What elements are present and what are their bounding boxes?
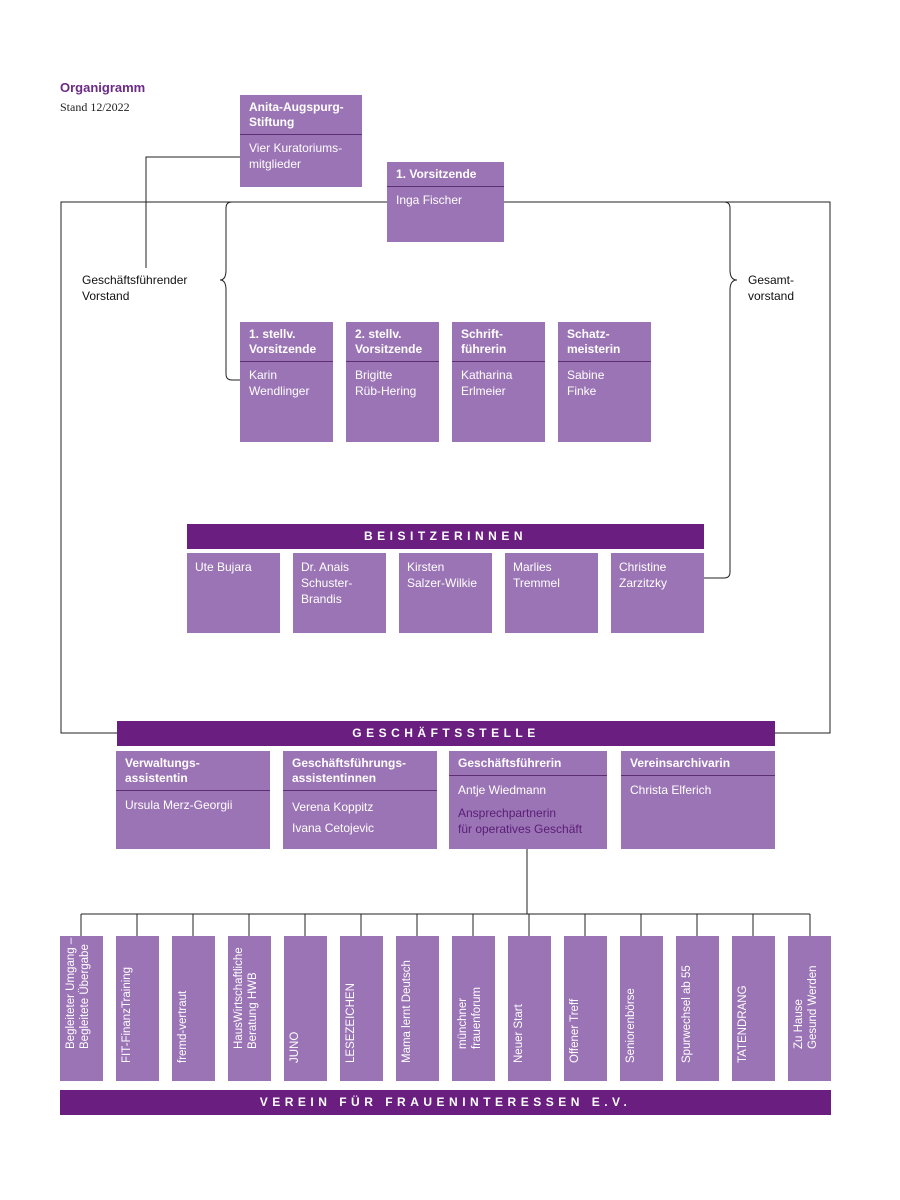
vorstand-role: Schrift- führerin: [452, 322, 545, 362]
geschaeftsstelle-header: GESCHÄFTSSTELLE: [117, 721, 775, 746]
projekt-label: Neuer Start: [513, 1004, 525, 1063]
projekt-box: LESEZEICHEN: [340, 936, 383, 1081]
projekt-label: LESEZEICHEN: [345, 983, 357, 1063]
geschaeftsstelle-role: Vereinsarchivarin: [621, 751, 775, 776]
beisitzerin-cell: Ute Bujara: [187, 553, 280, 633]
geschaeftsstelle-name: Christa Elferich: [630, 783, 712, 797]
vorstand-name: Karin Wendlinger: [249, 368, 310, 398]
projekt-box: Zu Hause Gesund Werden: [788, 936, 831, 1081]
vorstand-box: 2. stellv. Vorsitzende Brigitte Rüb-Heri…: [346, 322, 439, 442]
geschaeftsstelle-box: Geschäftsführerin Antje Wiedmann Ansprec…: [449, 751, 607, 849]
projekt-box: HausWirtschaftliche Beratung HWB: [228, 936, 271, 1081]
geschaeftsstelle-name: Ursula Merz-Georgii: [125, 798, 233, 812]
projekt-box: münchner frauenforum: [452, 936, 495, 1081]
geschaeftsstelle-box: Vereinsarchivarin Christa Elferich: [621, 751, 775, 849]
geschaeftsstelle-box: Geschäftsführungs- assistentinnen Verena…: [283, 751, 437, 849]
projekt-box: Neuer Start: [508, 936, 551, 1081]
projekt-box: TATENDRANG: [732, 936, 775, 1081]
vorstand-box: 1. stellv. Vorsitzende Karin Wendlinger: [240, 322, 333, 442]
projekt-label: Mama lernt Deutsch: [401, 960, 413, 1063]
projekt-label: FIT-FinanzTraining: [121, 966, 133, 1063]
geschaeftsfuehrerin-note: Ansprechpartnerin für operatives Geschäf…: [458, 806, 583, 836]
beisitzerin-cell: Marlies Tremmel: [505, 553, 598, 633]
vorstand-name: Katharina Erlmeier: [461, 368, 513, 398]
page-subtitle: Stand 12/2022: [60, 100, 130, 114]
vorstand-name: Sabine Finke: [567, 368, 605, 398]
projekt-box: Offener Treff: [564, 936, 607, 1081]
vorstand-name: Brigitte Rüb-Hering: [355, 368, 417, 398]
geschaeftsstelle-role: Verwaltungs- assistentin: [116, 751, 270, 791]
label-gesamtvorstand: Gesamt- vorstand: [748, 273, 795, 303]
vorsitzende-name: Inga Fischer: [396, 193, 463, 207]
projekt-label: münchner frauenforum: [457, 986, 483, 1049]
vorstand-box: Schatz- meisterin Sabine Finke: [558, 322, 651, 442]
page-title: Organigramm: [60, 80, 146, 95]
beisitzerinnen-header: BEISITZERINNEN: [187, 524, 704, 549]
projekt-box: fremd-vertraut: [172, 936, 215, 1081]
vorstand-box: Schrift- führerin Katharina Erlmeier: [452, 322, 545, 442]
label-geschaeftsfuehrender-vorstand: Geschäftsführender Vorstand: [82, 273, 188, 303]
stiftung-box: Anita-Augspurg- Stiftung Vier Kuratorium…: [240, 95, 362, 187]
geschaeftsstelle-name: Antje Wiedmann: [458, 783, 547, 797]
vorstand-role: 1. stellv. Vorsitzende: [240, 322, 333, 362]
geschaeftsstelle-box: Verwaltungs- assistentin Ursula Merz-Geo…: [116, 751, 270, 849]
projekt-label: JUNO: [289, 1031, 301, 1063]
projekt-label: Spurwechsel ab 55: [681, 965, 693, 1063]
vorstand-role: 2. stellv. Vorsitzende: [346, 322, 439, 362]
projekt-label: Zu Hause Gesund Werden: [793, 965, 819, 1049]
projekt-box: Spurwechsel ab 55: [676, 936, 719, 1081]
beisitzerin-cell: Christine Zarzitzky: [611, 553, 704, 633]
projekt-label: Seniorenbörse: [625, 988, 637, 1063]
projekt-label: HausWirtschaftliche Beratung HWB: [233, 947, 259, 1049]
projekt-box: Mama lernt Deutsch: [396, 936, 439, 1081]
beisitzerin-cell: Kirsten Salzer-Wilkie: [399, 553, 492, 633]
vorsitzende-title: 1. Vorsitzende: [387, 162, 504, 187]
projekt-box: Seniorenbörse: [620, 936, 663, 1081]
geschaeftsstelle-role: Geschäftsführerin: [449, 751, 607, 776]
vorstand-role: Schatz- meisterin: [558, 322, 651, 362]
geschaeftsstelle-role: Geschäftsführungs- assistentinnen: [283, 751, 437, 791]
projekt-box: Begleiteter Umgang – Begleitete Übergabe: [60, 936, 103, 1081]
vorsitzende-box: 1. Vorsitzende Inga Fischer: [387, 162, 504, 242]
projekt-label: Offener Treff: [569, 998, 581, 1063]
stiftung-title: Anita-Augspurg- Stiftung: [240, 95, 362, 135]
projekt-label: Begleiteter Umgang – Begleitete Übergabe: [65, 937, 91, 1049]
beisitzerin-cell: Dr. Anais Schuster- Brandis: [293, 553, 386, 633]
verein-footer: VEREIN FÜR FRAUENINTERESSEN E.V.: [60, 1090, 831, 1115]
projekt-label: TATENDRANG: [737, 985, 749, 1063]
stiftung-body: Vier Kuratoriums- mitglieder: [249, 141, 343, 171]
geschaeftsstelle-name: Verena Koppitz Ivana Cetojevic: [292, 800, 375, 835]
projekt-box: JUNO: [284, 936, 327, 1081]
projekt-label: fremd-vertraut: [177, 990, 189, 1063]
projekt-box: FIT-FinanzTraining: [116, 936, 159, 1081]
